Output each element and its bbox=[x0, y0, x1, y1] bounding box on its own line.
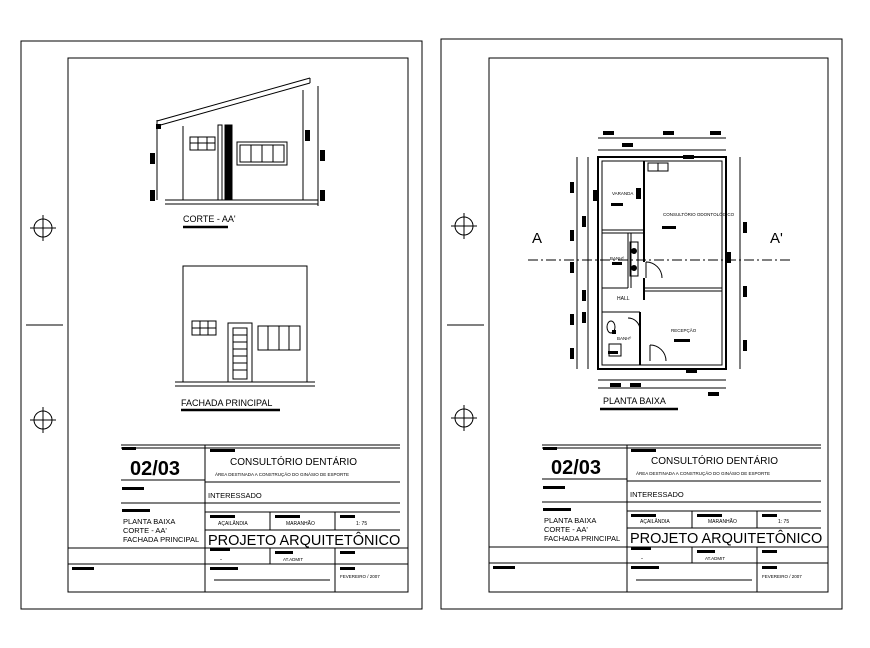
sheet-number: 02/03 bbox=[130, 458, 180, 480]
state-value: MARANHÃO bbox=[286, 520, 315, 527]
contents-item: CORTE - AA' bbox=[123, 526, 167, 535]
sheet-1 bbox=[20, 40, 423, 610]
sheet-1-outer-border bbox=[20, 40, 423, 610]
title-block bbox=[489, 444, 828, 592]
room-label-varanda: VARANDA bbox=[612, 191, 633, 196]
section-mark-left: A bbox=[532, 230, 542, 247]
city-value: AÇAILÂNDIA bbox=[218, 520, 248, 527]
registration-mark-icon bbox=[30, 215, 56, 241]
interessado-label: INTERESSADO bbox=[208, 491, 262, 500]
room-label-banho: BANHº bbox=[617, 336, 632, 341]
date-value: FEVEREIRO / 2007 bbox=[340, 574, 380, 579]
contents-item: PLANTA BAIXA bbox=[544, 516, 596, 525]
room-label-banho: BANHº bbox=[610, 256, 625, 261]
scale-value: 1: 75 bbox=[778, 519, 789, 525]
room-label-recepcao: RECEPÇÃO bbox=[671, 327, 697, 333]
sheet-2-outer-border bbox=[440, 38, 843, 610]
dimension-ticks bbox=[570, 131, 747, 396]
project-subtitle: ÁREA DESTINADA A CONSTRUÇÃO DO GINÁSIO D… bbox=[215, 471, 349, 477]
floor-plan bbox=[528, 137, 792, 411]
plan-label: PLANTA BAIXA bbox=[603, 396, 666, 406]
project-type: PROJETO ARQUITETÔNICO bbox=[208, 532, 400, 549]
contents-item: FACHADA PRINCIPAL bbox=[544, 534, 620, 543]
sheet-2-inner-border bbox=[488, 57, 829, 593]
project-type: PROJETO ARQUITETÔNICO bbox=[630, 530, 822, 547]
project-title: CONSULTÓRIO DENTÁRIO bbox=[651, 454, 778, 467]
state-value: MARANHÃO bbox=[708, 518, 737, 525]
sheet-2 bbox=[440, 38, 843, 610]
dash-value: - bbox=[641, 556, 643, 562]
title-block bbox=[68, 444, 408, 592]
field-value: AT.ADMIT bbox=[283, 557, 303, 562]
section-label: CORTE - AA' bbox=[183, 214, 236, 224]
project-title: CONSULTÓRIO DENTÁRIO bbox=[230, 455, 357, 468]
field-value: AT.ADMIT bbox=[705, 556, 725, 561]
interessado-label: INTERESSADO bbox=[630, 490, 684, 499]
dash-value: - bbox=[220, 557, 222, 563]
room-label-hall: HALL bbox=[617, 296, 630, 302]
project-subtitle: ÁREA DESTINADA A CONSTRUÇÃO DO GINÁSIO D… bbox=[636, 470, 770, 476]
date-value: FEVEREIRO / 2007 bbox=[762, 574, 802, 579]
city-value: AÇAILÂNDIA bbox=[640, 518, 670, 525]
section-drawing bbox=[150, 77, 325, 229]
registration-mark-icon bbox=[451, 405, 477, 431]
sheet-1-inner-border bbox=[67, 57, 409, 593]
registration-mark-icon bbox=[30, 407, 56, 433]
scale-value: 1: 75 bbox=[356, 521, 367, 527]
contents-item: PLANTA BAIXA bbox=[123, 517, 175, 526]
facade-label: FACHADA PRINCIPAL bbox=[181, 398, 272, 408]
room-label-consultorio: CONSULTÓRIO ODONTOLÓGICO bbox=[663, 211, 735, 217]
sheet-number: 02/03 bbox=[551, 457, 601, 479]
facade-drawing bbox=[175, 265, 315, 412]
contents-item: FACHADA PRINCIPAL bbox=[123, 535, 199, 544]
contents-item: CORTE - AA' bbox=[544, 525, 588, 534]
registration-mark-icon bbox=[451, 213, 477, 239]
section-mark-right: A' bbox=[770, 230, 783, 247]
